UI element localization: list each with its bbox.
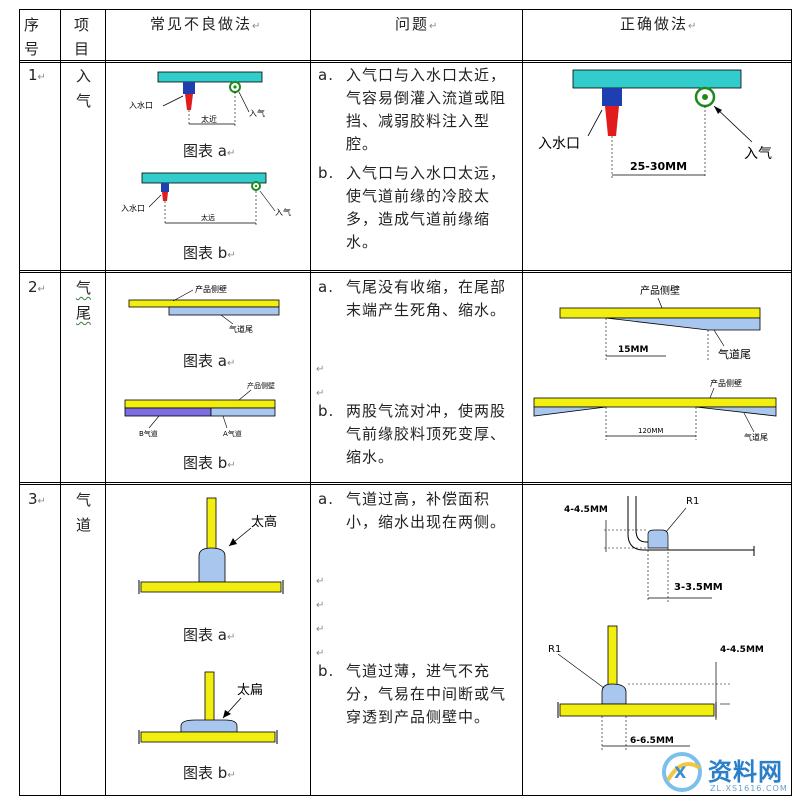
watermark-text: 资料网 [708, 758, 783, 786]
row1-caption-a: 图表 a↵ [183, 142, 236, 160]
row3-problem-b-label: b. [318, 662, 335, 680]
air-inlet-label: 入气 [249, 108, 265, 118]
row1-problem-a-label: a. [318, 66, 334, 84]
header-seq: 序号 [24, 13, 58, 61]
row3-item-text: 气道 [76, 491, 92, 534]
side-wall-label-b: 产品侧壁 [247, 381, 275, 390]
a-channel-label: A气道 [223, 429, 242, 438]
too-flat-label: 太扁 [237, 683, 263, 698]
row2-problem-a-label: a. [318, 278, 334, 296]
dim-4mm-label-b: 4-4.5MM [720, 645, 764, 655]
row2-bad-figure-a: 产品侧壁 气道尾 [128, 284, 280, 334]
row1-number-text: 1 [28, 66, 38, 84]
row2-problems: a. 气尾没有收缩，在尾部末端产生死角、缩水。 ↵ ↵ b. 两股气流对冲，使两… [310, 276, 522, 466]
header-item-text: 项目 [74, 16, 90, 58]
site-watermark: X 资料网 ZL.XS1616.COM [660, 748, 796, 801]
r1-label-a: R1 [686, 496, 699, 507]
row1-item: 入气 [76, 64, 98, 114]
water-inlet-label-b: 入水口 [121, 203, 145, 213]
header-correct-practice-text: 正确做法 [620, 15, 689, 33]
row3-caption-b-text: 图表 b [183, 764, 228, 782]
header-problem-text: 问题 [395, 15, 430, 33]
row1-problems: a. 入气口与入水口太近，气容易倒灌入流道或阻挡、减弱胶料注入型腔。 b. 入气… [310, 64, 522, 254]
dim-3mm-label: 3-3.5MM [674, 582, 723, 593]
watermark-sub: ZL.XS1616.COM [710, 784, 788, 793]
row2-caption-b: 图表 b↵ [183, 454, 236, 472]
row2-item: 气尾 [76, 276, 98, 326]
too-close-label: 太近 [201, 114, 217, 124]
header-correct-practice: 正确做法↵ [620, 15, 699, 33]
air-tail-label: 气道尾 [229, 324, 253, 334]
row2-correct-figure: 15MM 产品侧壁 气道尾 120MM 产品侧壁 气道尾 [533, 284, 777, 442]
row3-caption-a: 图表 a↵ [183, 626, 236, 644]
correct-air-inlet-label: 入气 [744, 146, 772, 162]
header-bad-practice-text: 常见不良做法 [150, 15, 253, 33]
row3-problems: a. 气道过高，补偿面积小，缩水出现在两侧。 ↵ ↵ ↵ ↵ b. 气道过薄，进… [310, 488, 522, 726]
r1-label-b: R1 [548, 644, 561, 655]
row1-bad-figure-a: 太近 入水口 入气 [129, 71, 265, 126]
row1-bad-figure-b: 太远 入水口 入气 [121, 172, 291, 225]
correct-air-tail-label: 气道尾 [718, 347, 751, 361]
row2-caption-a-text: 图表 a [183, 352, 227, 370]
row3-caption-b: 图表 b↵ [183, 764, 236, 782]
row3-number-text: 3 [28, 490, 38, 508]
row1-problem-b-text: 入气口与入水口太远，使气道前缘的冷胶太多，造成气道前缘缩水。 [346, 164, 507, 251]
row3-number: 3↵ [28, 490, 46, 508]
row2-item-text: 气尾 [76, 279, 92, 322]
row1-problem-b-label: b. [318, 164, 335, 182]
side-wall-label: 产品侧壁 [195, 284, 227, 294]
row3-correct-figure-b: R1 4-4.5MM 6-6.5MM [548, 625, 764, 750]
row1-number: 1↵ [28, 66, 46, 84]
row3-problem-a-label: a. [318, 490, 334, 508]
dim-15mm-label: 15MM [618, 345, 648, 355]
header-item: 项目 [74, 13, 104, 61]
watermark-logo-icon: X [662, 752, 702, 792]
correct-dim-label: 25-30MM [630, 160, 687, 173]
row1-problem-a-text: 入气口与入水口太近，气容易倒灌入流道或阻挡、减弱胶料注入型腔。 [346, 66, 507, 153]
row2-caption-a: 图表 a↵ [183, 352, 236, 370]
row2-problem-a-text: 气尾没有收缩，在尾部末端产生死角、缩水。 [346, 278, 507, 319]
svg-text:X: X [674, 763, 687, 782]
row3-bad-figure-b: 太扁 [138, 671, 278, 744]
row3-problem-b-text: 气道过薄，进气不充分，气易在中间断或气穿透到产品侧壁中。 [346, 662, 507, 726]
row1-caption-b: 图表 b↵ [183, 244, 236, 262]
row2-number: 2↵ [28, 278, 46, 296]
row3-item: 气道 [76, 488, 98, 538]
row2-number-text: 2 [28, 278, 38, 296]
row1-correct-figure: 25-30MM 入水口 入气 [538, 69, 772, 178]
dim-4mm-label-a: 4-4.5MM [564, 505, 608, 515]
water-inlet-label: 入水口 [129, 100, 153, 110]
header-problem: 问题↵ [395, 15, 440, 33]
b-channel-label: B气道 [139, 429, 158, 438]
correct-air-tail-label-2: 气道尾 [744, 432, 768, 442]
header-seq-text: 序号 [24, 16, 40, 58]
row2-bad-figure-b: 产品侧壁 B气道 A气道 [124, 381, 276, 438]
too-high-label: 太高 [251, 514, 277, 530]
dim-120mm-label: 120MM [638, 427, 663, 435]
correct-water-inlet-label: 入水口 [538, 136, 580, 152]
row2-caption-b-text: 图表 b [183, 454, 228, 472]
row2-problem-b-label: b. [318, 402, 335, 420]
correct-side-wall-label: 产品侧壁 [640, 284, 680, 297]
correct-side-wall-label-2: 产品侧壁 [710, 378, 742, 388]
air-inlet-label-b: 入气 [275, 207, 291, 217]
row1-caption-a-text: 图表 a [183, 142, 227, 160]
row3-problem-a-text: 气道过高，补偿面积小，缩水出现在两侧。 [346, 490, 507, 531]
row1-item-text: 入气 [76, 67, 92, 110]
too-far-label: 太远 [201, 213, 215, 222]
row3-correct-figure-a: R1 4-4.5MM 3-3.5MM [564, 496, 755, 602]
header-bad-practice: 常见不良做法↵ [150, 15, 263, 33]
dim-6mm-label: 6-6.5MM [630, 736, 674, 746]
row3-caption-a-text: 图表 a [183, 626, 227, 644]
row2-problem-b-text: 两股气流对冲，使两股气前缘胶料顶死变厚、缩水。 [346, 402, 507, 466]
row3-bad-figure-a: 太高 [138, 497, 284, 594]
row1-caption-b-text: 图表 b [183, 244, 228, 262]
